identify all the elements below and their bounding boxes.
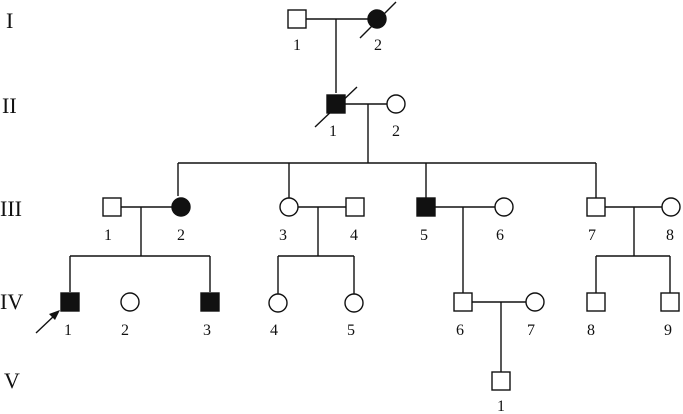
individual-IV-7 — [525, 292, 545, 312]
individual-III-8 — [661, 197, 681, 217]
individual-II-1 — [326, 94, 346, 114]
deceased-mark-II-1 — [314, 86, 358, 128]
individual-I-2 — [367, 9, 387, 29]
number-IV-1: 1 — [64, 322, 72, 339]
number-II-1: 1 — [329, 123, 337, 140]
number-IV-6: 6 — [456, 322, 464, 339]
number-IV-9: 9 — [664, 322, 672, 339]
individual-III-6 — [494, 197, 514, 217]
individual-numbers: 1 2 1 2 1 2 3 4 5 6 7 8 1 2 3 4 5 6 7 8 … — [64, 37, 674, 414]
generation-label-II: II — [2, 93, 17, 118]
deceased-mark-I-2 — [359, 1, 397, 39]
individual-IV-8 — [586, 292, 606, 312]
number-IV-7: 7 — [527, 322, 535, 339]
individual-symbols — [60, 1, 681, 391]
number-III-5: 5 — [420, 227, 428, 244]
individual-III-2 — [171, 197, 191, 217]
generation-label-V: V — [4, 368, 20, 393]
number-III-4: 4 — [350, 227, 358, 244]
generation-label-I: I — [6, 8, 13, 33]
number-III-3: 3 — [279, 227, 287, 244]
number-IV-4: 4 — [270, 322, 278, 339]
individual-III-5 — [416, 197, 436, 217]
individual-IV-9 — [660, 292, 680, 312]
individual-III-7 — [586, 197, 606, 217]
number-V-1: 1 — [497, 398, 505, 414]
number-I-1: 1 — [293, 37, 301, 54]
number-IV-5: 5 — [347, 322, 355, 339]
number-III-6: 6 — [496, 227, 504, 244]
individual-III-4 — [345, 197, 365, 217]
individual-IV-3 — [200, 292, 220, 312]
proband-arrow-icon — [35, 310, 60, 334]
individual-IV-5 — [344, 293, 364, 313]
number-III-1: 1 — [104, 227, 112, 244]
individual-III-3 — [279, 197, 299, 217]
individual-IV-1 — [60, 292, 80, 312]
number-IV-3: 3 — [203, 322, 211, 339]
number-II-2: 2 — [392, 123, 400, 140]
individual-II-2 — [386, 94, 406, 114]
number-IV-2: 2 — [121, 322, 129, 339]
number-I-2: 2 — [374, 37, 382, 54]
number-IV-8: 8 — [587, 322, 595, 339]
number-III-2: 2 — [177, 227, 185, 244]
generation-label-IV: IV — [0, 289, 23, 314]
individual-IV-6 — [453, 292, 473, 312]
individual-III-1 — [102, 197, 122, 217]
individual-V-1 — [491, 371, 511, 391]
relationship-lines — [69, 18, 671, 372]
individual-I-1 — [287, 9, 307, 29]
number-III-8: 8 — [666, 227, 674, 244]
individual-IV-2 — [120, 292, 140, 312]
individual-IV-4 — [268, 293, 288, 313]
generation-label-III: III — [0, 196, 22, 221]
number-III-7: 7 — [588, 227, 596, 244]
